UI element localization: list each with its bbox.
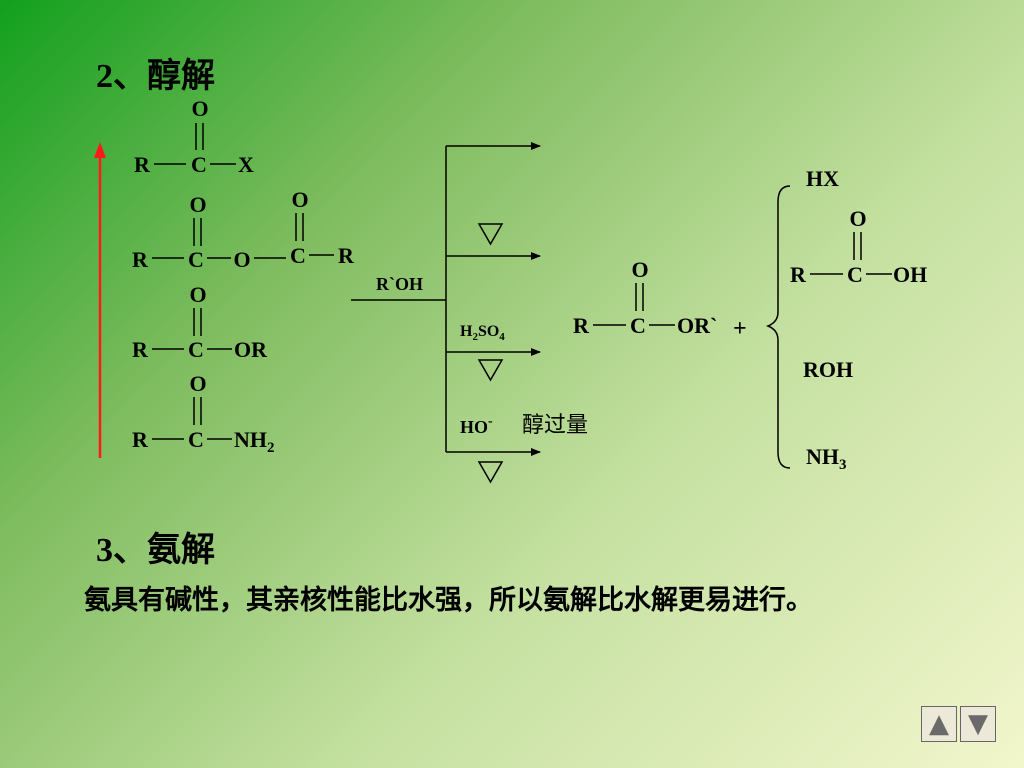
brace <box>765 185 791 469</box>
acid-carbon: C <box>847 262 863 287</box>
nh3-subscript: 3 <box>839 457 847 473</box>
product-carbon: C <box>630 313 646 338</box>
catalyst-acid-sub2: 2 <box>472 331 478 343</box>
reagent-label: R`OH <box>376 274 423 294</box>
ester-carbon: C <box>188 337 204 362</box>
acyl-halide-r: R <box>134 152 151 177</box>
amide-oxygen: O <box>189 371 206 396</box>
acyl-halide-x: X <box>238 152 254 177</box>
product-r: R <box>573 313 590 338</box>
amide-nh: NH <box>234 427 267 452</box>
anhydride-oxygen-2: O <box>291 187 308 212</box>
catalyst-base: HO- <box>460 414 493 437</box>
amide-carbon: C <box>188 427 204 452</box>
byproduct-nh3: NH3 <box>806 444 847 473</box>
catalyst-base-ho: HO <box>460 417 488 437</box>
alcohol-excess-label: 醇过量 <box>522 413 588 438</box>
catalyst-acid-sub4: 4 <box>499 331 505 343</box>
ester-oxygen: O <box>189 282 206 307</box>
anhydride-carbon-2: C <box>290 243 306 268</box>
catalyst-base-minus: - <box>488 414 493 429</box>
heading-alcoholysis: 2、醇解 <box>96 58 215 95</box>
anhydride: O R C O O C R <box>132 187 355 272</box>
nh3-nh: NH <box>806 444 839 469</box>
anhydride-bridge-oxygen: O <box>233 247 250 272</box>
amide-nh2: NH2 <box>234 427 275 456</box>
plus-sign: + <box>733 316 747 342</box>
product-oxygen: O <box>631 257 648 282</box>
aminolysis-description: 氨具有碱性，其亲核性能比水强，所以氨解比水解更易进行。 <box>84 585 813 616</box>
heading-aminolysis: 3、氨解 <box>96 532 215 569</box>
byproduct-roh: ROH <box>803 357 853 382</box>
product-or: OR` <box>677 313 717 338</box>
ester-r: R <box>132 337 149 362</box>
catalyst-acid-so: SO <box>478 323 499 340</box>
amide: O R C NH2 <box>132 371 274 456</box>
anhydride-oxygen-1: O <box>189 192 206 217</box>
catalyst-acid-h: H <box>460 323 473 340</box>
amide-r: R <box>132 427 149 452</box>
catalyst-acid: H2SO4 <box>460 323 505 343</box>
acyl-halide-oxygen: O <box>191 96 208 121</box>
acyl-halide-carbon: C <box>191 152 207 177</box>
product-ester: O R C OR` + <box>573 257 747 342</box>
byproduct-hx: HX <box>806 166 839 191</box>
acyl-halide: O R C X <box>134 96 254 177</box>
heat-triangle-icon <box>477 359 504 382</box>
heat-triangle-icon <box>477 223 504 246</box>
amide-nh2-subscript: 2 <box>267 440 275 456</box>
prev-slide-button[interactable]: ▲ <box>921 706 957 742</box>
triangle-up-icon: ▲ <box>929 709 949 739</box>
triangle-down-icon: ▼ <box>968 709 988 739</box>
ester-or: OR <box>234 337 268 362</box>
acid-oxygen: O <box>849 206 866 231</box>
acid-oh: OH <box>893 262 927 287</box>
heat-triangle-icon <box>477 461 504 484</box>
ester: O R C OR <box>132 282 268 362</box>
anhydride-carbon-1: C <box>188 247 204 272</box>
anhydride-r-1: R <box>132 247 149 272</box>
anhydride-r-2: R <box>338 243 355 268</box>
acid-r: R <box>790 262 807 287</box>
byproduct-carboxylic-acid: O R C OH <box>790 206 927 287</box>
reactivity-arrow-head <box>94 142 106 158</box>
next-slide-button[interactable]: ▼ <box>960 706 996 742</box>
